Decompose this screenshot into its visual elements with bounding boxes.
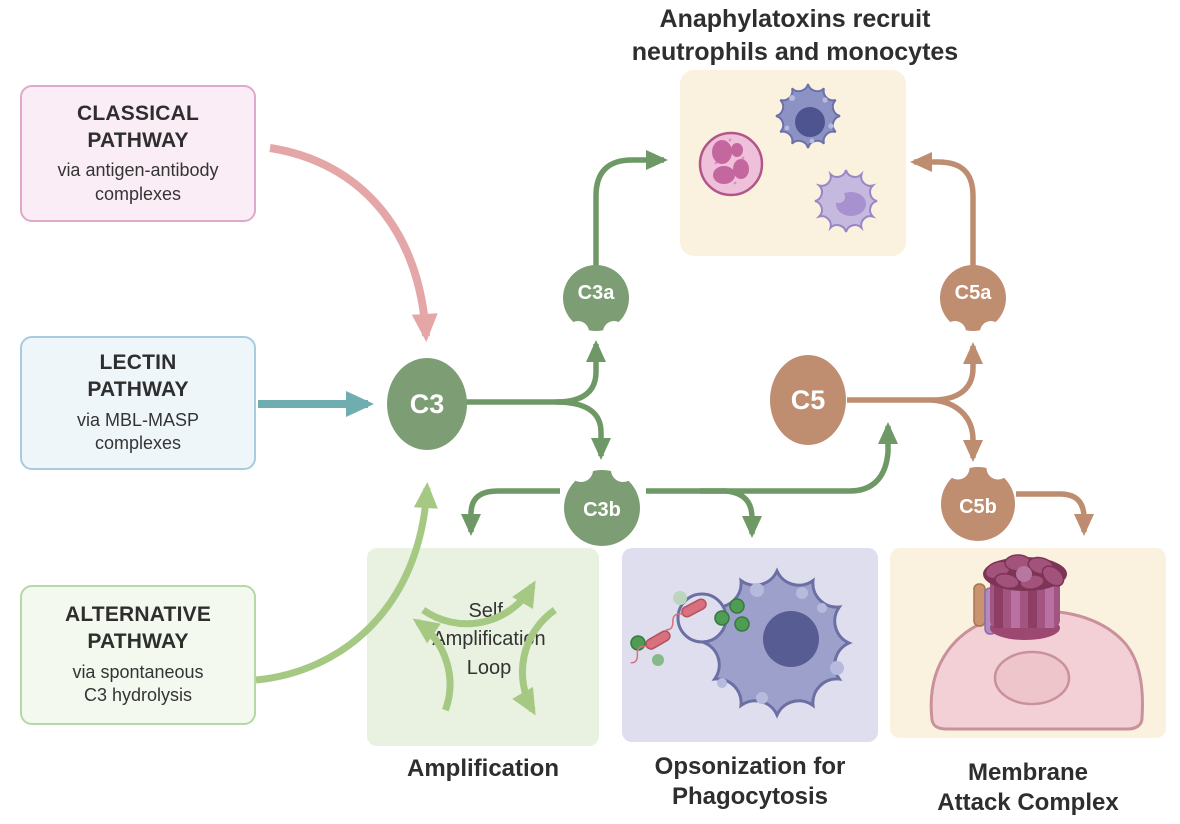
lectin-pathway-box: LECTIN PATHWAY via MBL-MASP complexes — [20, 336, 256, 470]
c3-to-c3b-arrow — [555, 399, 611, 460]
neutrophil-icon — [698, 131, 764, 197]
leukocyte-cells-icon — [698, 83, 878, 233]
title-line2: neutrophils and monocytes — [631, 37, 959, 66]
lectin-pathway-via: via MBL-MASP complexes — [76, 409, 200, 454]
c3b-node: C3b — [556, 460, 648, 548]
monocyte-lavender-icon — [814, 169, 878, 233]
c5-label: C5 — [790, 384, 826, 415]
c3-node: C3 — [386, 357, 468, 451]
c5-to-c5a-arrow — [931, 342, 983, 403]
macrophage-nucleus — [763, 611, 819, 667]
c5a-to-anaphylatoxins-arrow — [910, 152, 976, 266]
mac-label: Membrane Attack Complex — [937, 759, 1119, 816]
membrane-attack-complex-panel — [890, 548, 1166, 738]
amplification-label: Amplification — [406, 755, 559, 782]
c3b-to-amplification-arrow — [461, 488, 560, 536]
target-cell-nucleus — [993, 650, 1071, 706]
alternative-pathway-via: via spontaneous C3 hydrolysis — [72, 661, 204, 706]
mac-pore-icon — [973, 554, 1067, 640]
c3b-to-opsonization-arrow — [700, 488, 762, 538]
classical-pathway-name: CLASSICAL PATHWAY — [77, 101, 199, 152]
title-line1: Anaphylatoxins recruit — [659, 5, 931, 33]
opsonization-label: Opsonization for Phagocytosis — [654, 753, 846, 810]
c5b-node: C5b — [936, 460, 1020, 542]
alternative-pathway-box: ALTERNATIVE PATHWAY via spontaneous C3 h… — [20, 585, 256, 725]
alternative-pathway-name: ALTERNATIVE PATHWAY — [64, 603, 212, 654]
monocyte-blue-icon — [775, 83, 841, 149]
lectin-pathway-name: LECTIN PATHWAY — [87, 351, 189, 402]
c3a-to-anaphylatoxins-arrow — [593, 150, 668, 266]
classical-to-c3-arrow — [269, 144, 438, 342]
c5a-label: C5a — [954, 281, 992, 304]
mac-pore-cell-icon — [929, 554, 1144, 731]
c5b-to-mac-arrow — [1016, 491, 1094, 536]
anaphylatoxins-panel — [680, 70, 906, 256]
c5a-node: C5a — [934, 262, 1012, 340]
c3b-to-c5-arrow — [646, 422, 898, 494]
c3a-label: C3a — [577, 281, 615, 304]
c5-node: C5 — [769, 354, 847, 446]
c3-to-c3a-arrow — [555, 340, 606, 405]
c5-to-c5b-arrow — [931, 397, 983, 462]
c3b-label: C3b — [583, 498, 621, 521]
c3-label: C3 — [409, 388, 445, 419]
macrophage-icon — [630, 567, 853, 719]
self-amplification-loop-label: Self- Amplification Loop — [432, 600, 546, 679]
classical-pathway-box: CLASSICAL PATHWAY via antigen-antibody c… — [20, 85, 256, 222]
bacteria-icons — [630, 591, 750, 666]
c3a-node: C3a — [557, 262, 635, 340]
c5b-label: C5b — [959, 495, 997, 518]
diagram-title: Anaphylatoxins recruit neutrophils and m… — [580, 3, 1010, 68]
classical-pathway-via: via antigen-antibody complexes — [57, 160, 219, 204]
opsonization-panel — [622, 548, 878, 742]
